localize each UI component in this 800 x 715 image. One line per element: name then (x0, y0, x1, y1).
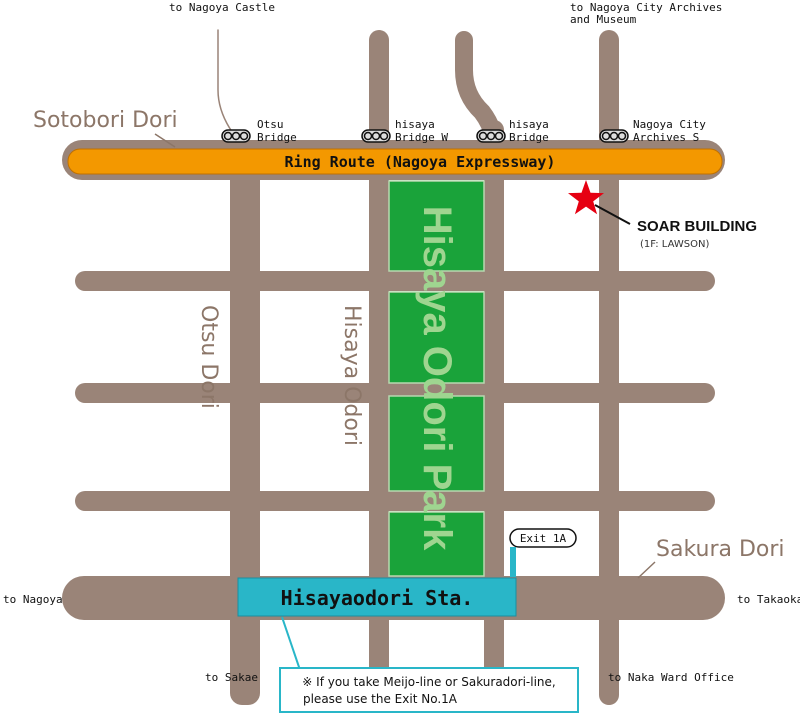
ramp-label-hisaya-w-2: Bridge W (395, 131, 448, 144)
building-name: SOAR BUILDING (637, 218, 757, 235)
road-hisaya-west (369, 30, 389, 705)
station-box (237, 577, 517, 617)
direction-sakae: to Sakae (205, 671, 258, 684)
road-curve-otsu (217, 29, 239, 141)
sakura-leader (637, 561, 656, 579)
ramp-label-archives-2: Archives S (633, 131, 699, 144)
road-hisaya-east (484, 120, 504, 705)
park-block-4 (388, 511, 485, 577)
exit-label: Exit 1A (520, 532, 567, 545)
note-box (279, 667, 579, 713)
ramp-label-hisaya-1: hisaya (509, 118, 549, 131)
expressway (67, 148, 723, 175)
street-label-hisaya: Hisaya Odori (339, 305, 364, 446)
road-east (599, 30, 619, 705)
road-otsu-dori (230, 140, 260, 705)
ramp-label-hisaya-2: Bridge (509, 131, 549, 144)
street-label-sotobori: Sotobori Dori (33, 108, 178, 133)
direction-archives-2: and Museum (570, 13, 637, 26)
ramp-icon (221, 129, 251, 143)
street-label-sakura: Sakura Dori (656, 537, 785, 562)
ramp-label-hisaya-w-1: hisaya (395, 118, 435, 131)
ramp-label-archives-1: Nagoya City (633, 118, 706, 131)
road-h3 (75, 491, 715, 511)
park-block-1 (388, 180, 485, 272)
park-name: Hisaya Odori Park (415, 206, 459, 551)
direction-archives-1: to Nagoya City Archives (570, 1, 722, 14)
sotobori-leader (154, 133, 176, 148)
road-h2 (75, 383, 715, 403)
ramp-label-otsu-2: Bridge (257, 131, 297, 144)
street-label-otsu: Otsu Dori (196, 305, 221, 409)
building-leader (594, 204, 631, 225)
building-note: (1F: LAWSON) (640, 239, 709, 250)
exit-badge (509, 528, 577, 548)
direction-takaoka: to Takaoka (737, 593, 800, 606)
expressway-label: Ring Route (Nagoya Expressway) (285, 153, 556, 171)
station-name: Hisayaodori Sta. (281, 586, 474, 610)
note-leader (281, 616, 301, 671)
direction-nagoya-castle: to Nagoya Castle (169, 1, 275, 14)
star-icon (568, 180, 604, 215)
road-h1 (75, 271, 715, 291)
exit-connector (510, 547, 516, 577)
direction-naka-ward: to Naka Ward Office (608, 671, 734, 684)
ramp-icon (361, 129, 391, 143)
note-line-1: ※ If you take Meijo-line or Sakuradori-l… (302, 675, 555, 689)
direction-nagoya: to Nagoya (3, 593, 63, 606)
ramp-icon (599, 129, 629, 143)
note-line-2: please use the Exit No.1A (303, 692, 458, 706)
park-block-2 (388, 291, 485, 384)
park-block-3 (388, 395, 485, 492)
ramp-icon (476, 129, 506, 143)
ramp-label-otsu-1: Otsu (257, 118, 284, 131)
